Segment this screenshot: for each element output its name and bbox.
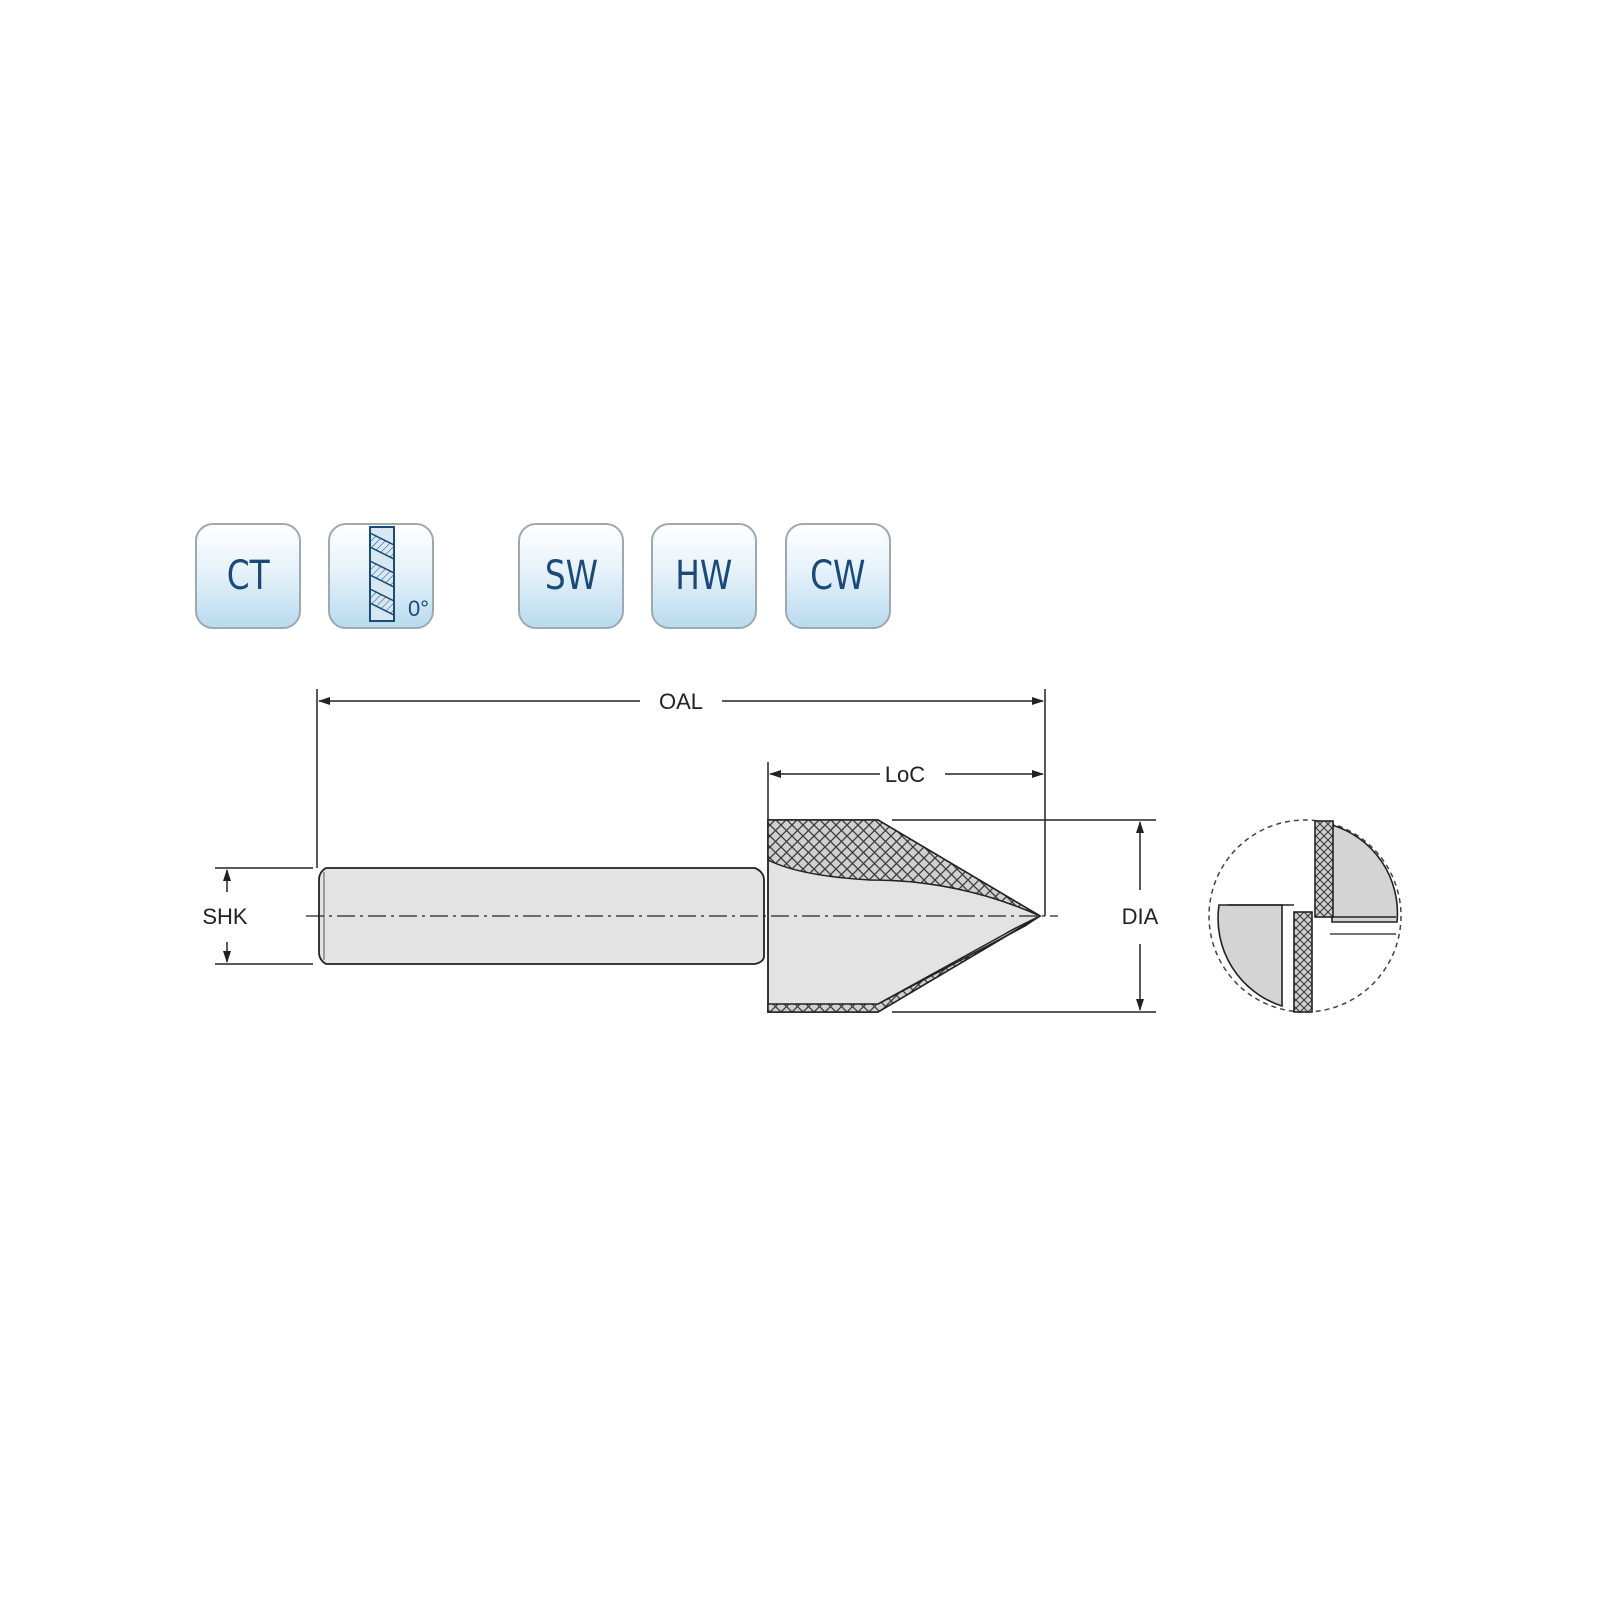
tool-end-view — [1208, 819, 1402, 1013]
dia-label: DIA — [1122, 904, 1159, 929]
shk-dimension: SHK — [202, 867, 313, 965]
end-view-cutting-edge-lower — [1293, 911, 1313, 1013]
loc-dimension: LoC — [767, 762, 1044, 820]
oal-label: OAL — [659, 689, 703, 714]
drill-icon — [369, 526, 395, 622]
end-view-cutting-edge-upper — [1314, 820, 1334, 918]
badge-drill-angle: 0° — [328, 523, 434, 629]
loc-label: LoC — [885, 762, 925, 787]
badge-cw: CW — [785, 523, 891, 629]
badge-hw: HW — [651, 523, 757, 629]
badge-sw: SW — [518, 523, 624, 629]
badge-hw-label: HW — [675, 553, 733, 599]
drill-angle-label: 0° — [407, 596, 429, 621]
feature-badges: CT 0° SW HW CW — [0, 0, 1600, 700]
tool-shank — [318, 867, 765, 965]
dia-dimension: DIA — [892, 819, 1159, 1013]
tool-side-view — [306, 819, 1058, 1013]
shk-label: SHK — [202, 904, 248, 929]
badge-cw-label: CW — [810, 553, 866, 599]
flute-hatch-upper — [767, 819, 1041, 917]
end-view-quadrant-upper — [1331, 823, 1399, 923]
badge-ct-label: CT — [226, 553, 270, 599]
badge-sw-label: SW — [544, 553, 598, 599]
oal-dimension: OAL — [316, 689, 1046, 916]
badge-ct: CT — [195, 523, 301, 629]
flute-hatch-lower — [767, 915, 1041, 1013]
end-view-quadrant-lower — [1217, 904, 1283, 1008]
